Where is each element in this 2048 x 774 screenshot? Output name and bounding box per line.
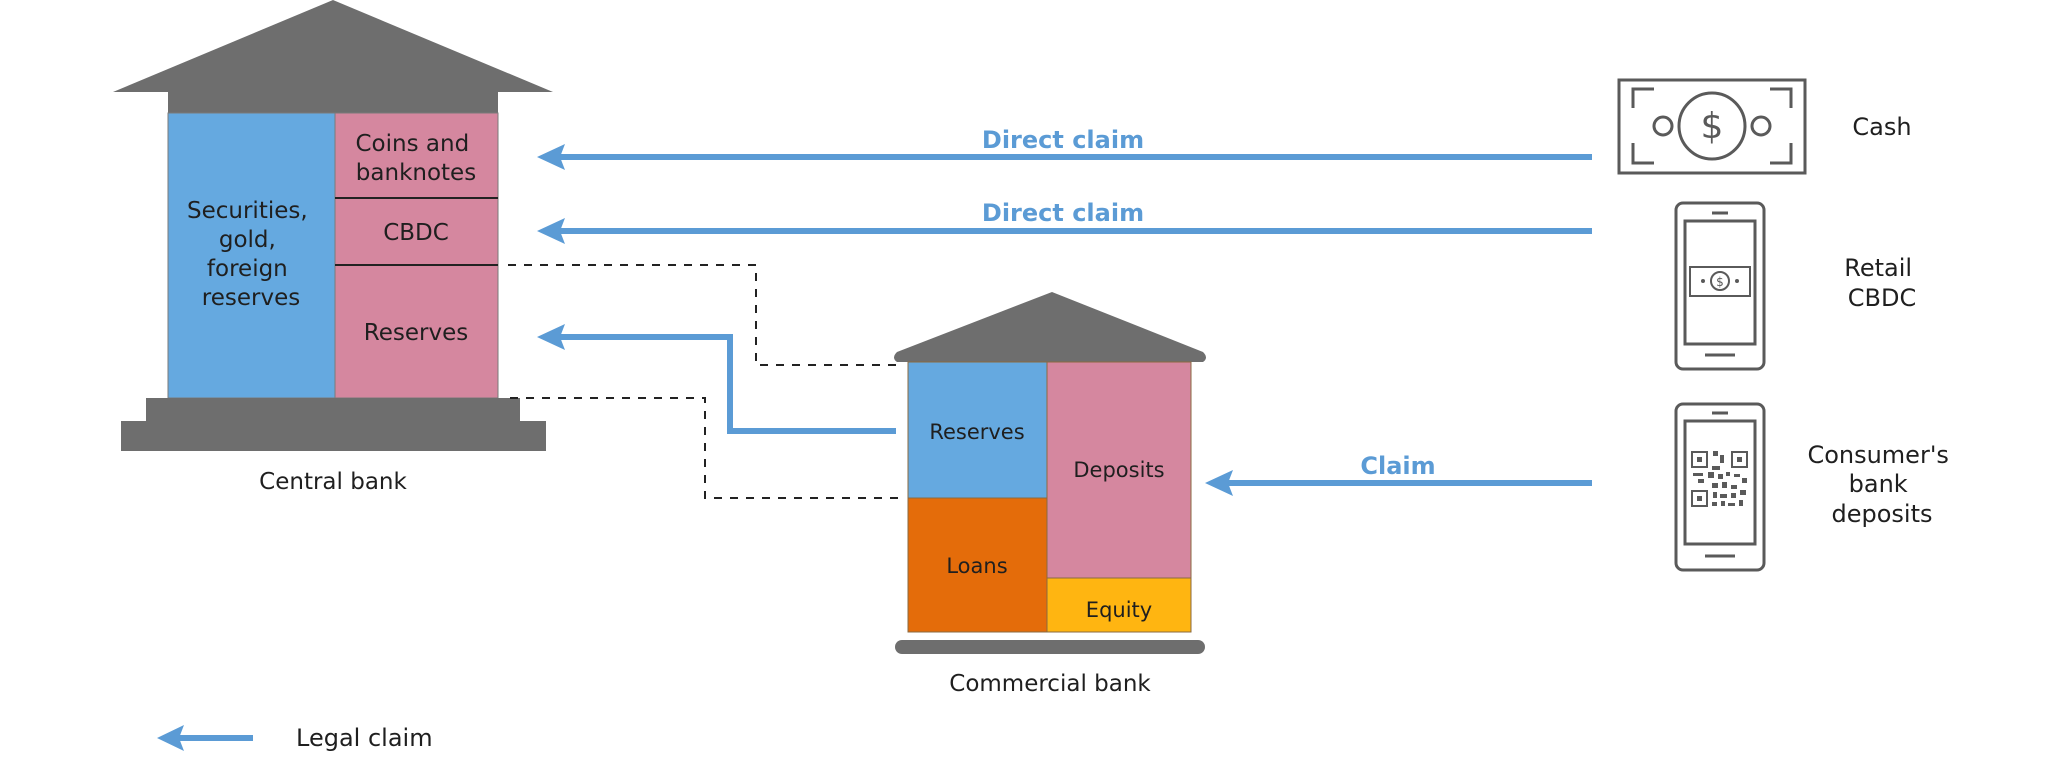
- central-bank-base-step-1: [146, 398, 520, 422]
- central-bank-assets-box: [167, 112, 336, 399]
- commercial-bank-label: Commercial bank: [949, 671, 1151, 697]
- central-bank-base-step-2: [121, 421, 546, 451]
- dashed-connector-upper: [508, 264, 900, 366]
- deposits-label: Deposits: [1073, 458, 1164, 482]
- arrow-shaft: [560, 334, 896, 434]
- claim-label-deposits: Claim: [1360, 452, 1435, 480]
- consumer-bank-deposits-label: Consumer's bank deposits: [1807, 441, 1956, 528]
- dollar-sign-icon: $: [1716, 275, 1724, 289]
- commercial-bank: Reserves Loans Deposits Equity Commercia…: [894, 292, 1206, 697]
- dollar-sign-icon: $: [1701, 106, 1724, 147]
- cbdc-label: CBDC: [383, 220, 449, 246]
- commercial-bank-reserves-label: Reserves: [929, 420, 1024, 444]
- retail-cbdc-label: Retail CBDC: [1844, 254, 1919, 312]
- cash-label: Cash: [1852, 113, 1911, 141]
- commercial-bank-base: [895, 640, 1205, 654]
- commercial-bank-reserves-box: [907, 361, 1048, 499]
- direct-claim-label-cash: Direct claim: [982, 126, 1144, 154]
- phone-qr-icon: [1674, 402, 1766, 572]
- central-bank-roof-beam: [168, 90, 498, 114]
- central-bank-label: Central bank: [259, 469, 407, 495]
- coins-and-banknotes-label: Coins and banknotes: [356, 131, 477, 186]
- phone-cbdc-icon: $: [1674, 201, 1766, 371]
- arrow-head-icon: [1205, 470, 1233, 496]
- central-bank-assets-label: Securities, gold, foreign reserves: [187, 198, 315, 311]
- arrow-left-icon: [157, 725, 253, 751]
- commercial-bank-equity-box: [1046, 577, 1192, 633]
- dashed-connector-lower: [510, 397, 900, 499]
- legend: Legal claim: [157, 724, 433, 752]
- loans-label: Loans: [946, 554, 1007, 578]
- central-bank-liabilities-box: [334, 112, 499, 399]
- central-bank-roof: [113, 0, 553, 92]
- claim-arrow-cash: Direct claim: [537, 126, 1592, 170]
- banknote-icon: $: [1617, 78, 1807, 175]
- claim-arrow-reserves: [537, 324, 896, 434]
- commercial-bank-deposits-box: [1046, 361, 1192, 579]
- arrow-head-icon: [537, 324, 565, 350]
- claim-arrow-retail-cbdc: Direct claim: [537, 199, 1592, 244]
- equity-label: Equity: [1086, 598, 1152, 622]
- central-bank-reserves-label: Reserves: [364, 320, 468, 346]
- commercial-bank-roof: [894, 292, 1206, 362]
- arrow-head-icon: [537, 218, 565, 244]
- claim-arrow-deposits: Claim: [1205, 452, 1592, 496]
- direct-claim-label-cbdc: Direct claim: [982, 199, 1144, 227]
- arrow-head-icon: [537, 144, 565, 170]
- commercial-bank-loans-box: [907, 497, 1048, 633]
- central-bank: Securities, gold, foreign reserves Coins…: [113, 0, 553, 495]
- legend-label: Legal claim: [296, 724, 433, 752]
- qr-code-icon: [1691, 451, 1748, 507]
